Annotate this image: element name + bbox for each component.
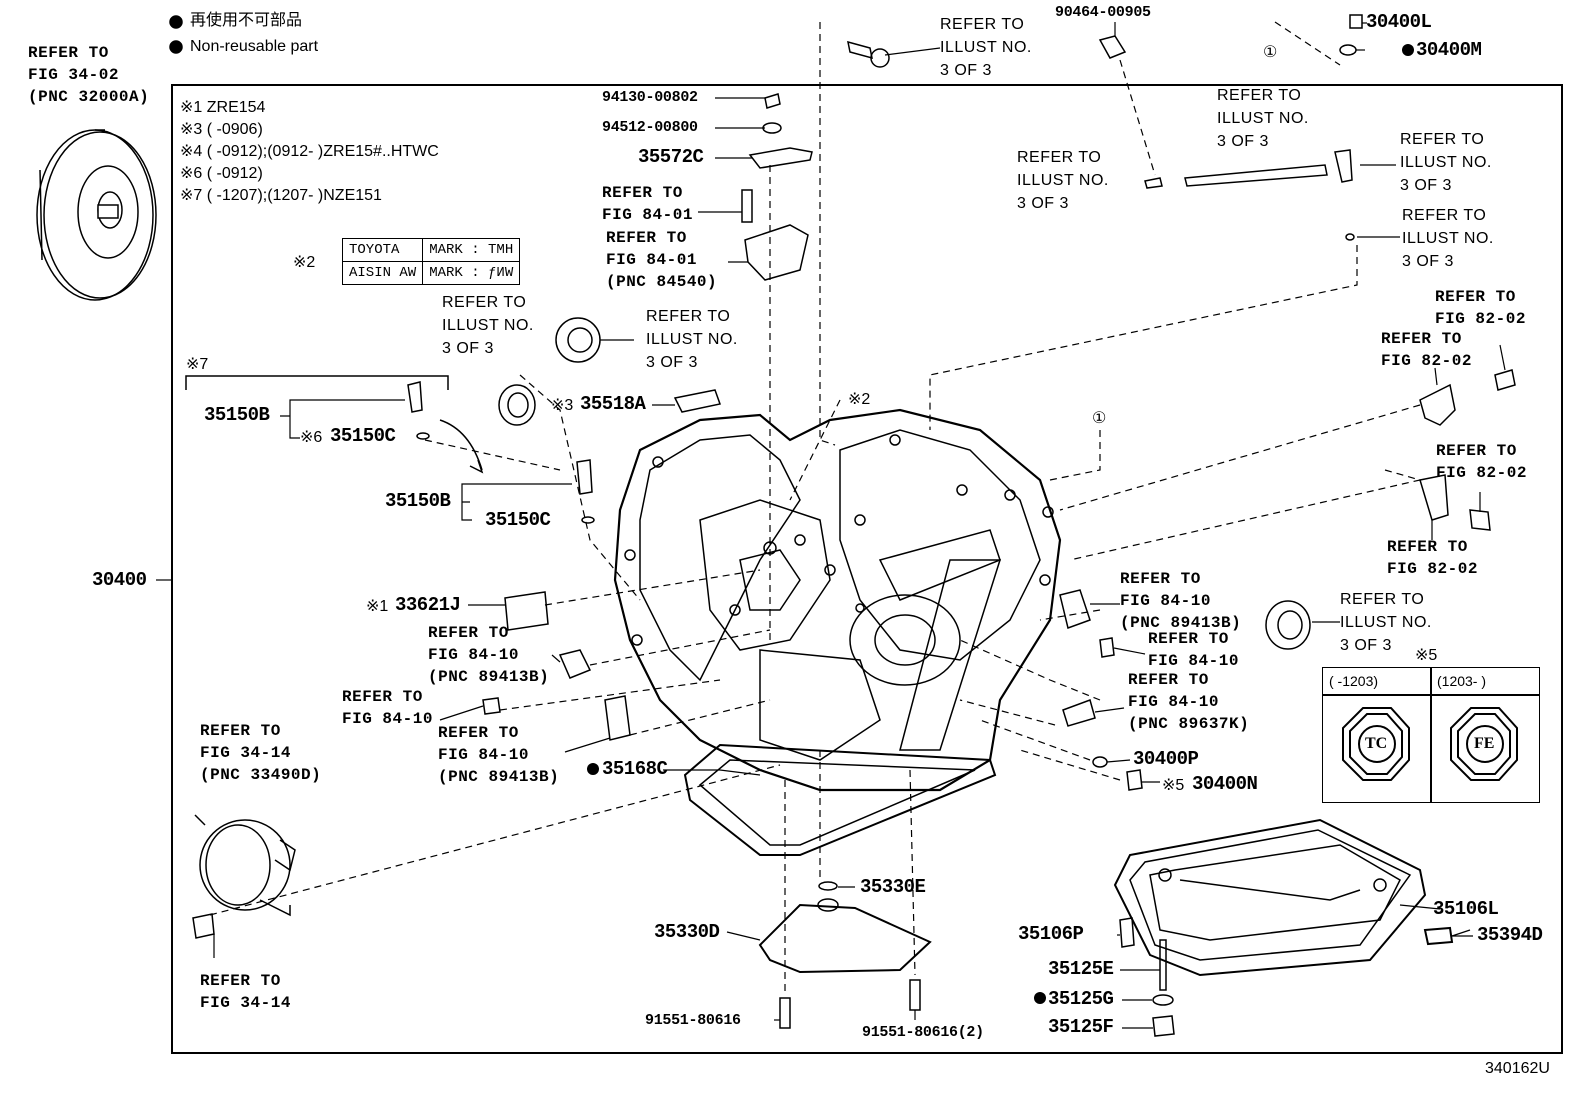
oil-pan-drawing <box>1113 818 1427 977</box>
transmission-pan-flange <box>683 743 997 856</box>
part-35150B-upper: 35150B <box>204 404 270 426</box>
part-35150C-lower: 35150C <box>485 509 551 531</box>
note-list: ※1 ZRE154 ※3 ( -0906) ※4 ( -0912);(0912-… <box>180 97 439 207</box>
part-35125E: 35125E <box>1048 958 1114 980</box>
note-4: ※4 ( -0912);(0912- )ZRE15#..HTWC <box>180 143 439 160</box>
part-35150C-upper-ref: ※6 <box>300 429 323 446</box>
note7-ref: ※7 <box>186 356 209 373</box>
mark-ref-2: ※2 <box>848 391 871 408</box>
part-35572C: 35572C <box>638 146 704 168</box>
note-3: ※3 ( -0906) <box>180 121 263 138</box>
diagram-id: 340162U <box>1485 1060 1550 1077</box>
part-94130-00802: 94130-00802 <box>602 89 698 106</box>
part-35330E: 35330E <box>860 876 926 898</box>
mark-octagons <box>1342 707 1518 781</box>
circle-ref-1-mid: ① <box>1092 410 1107 427</box>
legend-en-label: Non-reusable part <box>190 38 319 55</box>
table5-ref: ※5 <box>1415 647 1438 664</box>
mark-maker-1: TOYOTA <box>341 238 424 262</box>
mark-value-1: MARK : TMH <box>422 238 521 262</box>
main-frame <box>171 84 1563 1054</box>
part-35106P: 35106P <box>1018 923 1084 945</box>
torque-converter-drawing <box>36 129 157 301</box>
legend-jp-label: 再使用不可部品 <box>190 12 303 29</box>
table5-col1: ( -1203) <box>1329 673 1379 689</box>
part-35518A-ref: ※3 <box>551 397 574 414</box>
part-94512-00800: 94512-00800 <box>602 119 698 136</box>
part-35150B-lower: 35150B <box>385 490 451 512</box>
circle-ref-1-top: ① <box>1263 44 1278 61</box>
note-6: ※6 ( -0912) <box>180 165 263 182</box>
part-35150C-upper: 35150C <box>330 425 396 447</box>
part-35518A: 35518A <box>580 393 646 415</box>
table5-col2: (1203- ) <box>1437 673 1487 689</box>
legend-dot-jp <box>169 15 183 29</box>
mark-maker-2: AISIN AW <box>341 261 424 285</box>
part-35168C: 35168C <box>602 758 668 780</box>
part-33621J-ref: ※1 <box>366 598 389 615</box>
part-35330D: 35330D <box>654 921 720 943</box>
dashed-lines <box>209 21 1421 995</box>
leader-lines <box>156 22 1506 1029</box>
mark-variant-table: ( -1203) (1203- ) TC FE <box>1322 667 1540 803</box>
part-30400P: 30400P <box>1133 748 1199 770</box>
small-parts-drawing <box>192 14 1516 1037</box>
oil-cooler-drawing <box>194 814 296 917</box>
part-30400N-ref: ※5 <box>1162 777 1185 794</box>
note-1: ※1 ZRE154 <box>180 99 266 116</box>
part-33621J: 33621J <box>395 594 461 616</box>
part-35394D: 35394D <box>1477 924 1543 946</box>
transmission-body-drawing <box>613 408 1062 792</box>
part-30400N: 30400N <box>1192 773 1258 795</box>
part-30400M: 30400M <box>1416 39 1482 61</box>
mark-table-ref: ※2 <box>293 254 316 271</box>
mark-value-2: MARK : ƒИW <box>422 261 521 285</box>
mark-fe: FE <box>1474 735 1495 752</box>
part-30400L: 30400L <box>1366 11 1432 33</box>
legend-dot-en <box>169 40 183 54</box>
part-91551-80616-a: 91551-80616 <box>645 1012 741 1029</box>
mark-tc: TC <box>1365 735 1388 752</box>
part-91551-80616-b: 91551-80616(2) <box>862 1024 984 1041</box>
part-35125F: 35125F <box>1048 1016 1114 1038</box>
note7-bracket <box>185 375 449 390</box>
note-7: ※7 ( -1207);(1207- )NZE151 <box>180 187 382 204</box>
part-90464-00905: 90464-00905 <box>1055 4 1151 21</box>
part-30400: 30400 <box>92 569 147 591</box>
part-35125G: 35125G <box>1048 988 1114 1010</box>
part-35106L: 35106L <box>1433 898 1499 920</box>
